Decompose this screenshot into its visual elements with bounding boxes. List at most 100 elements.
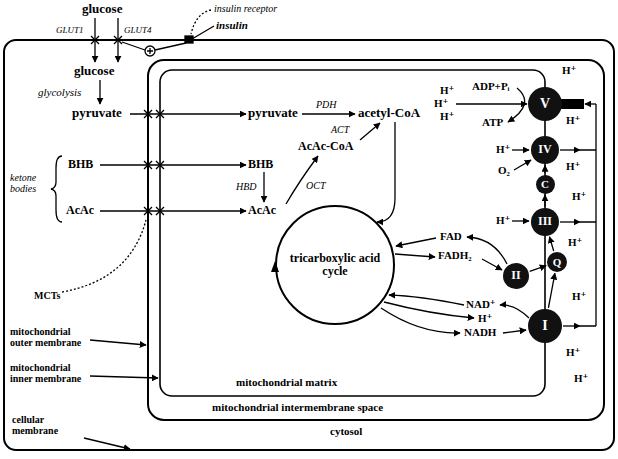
text-label: H⁺ (496, 143, 510, 155)
text-label: mitochondrial intermembrane space (212, 401, 383, 413)
text-label: H⁺ (566, 160, 580, 172)
text-label: ketone bodies (10, 172, 50, 194)
text-label: PDH (316, 99, 337, 110)
text-label: H⁺ (496, 214, 510, 226)
signal-line (122, 42, 145, 50)
text-label: glucose (74, 64, 114, 78)
electron-flow-arrow (548, 273, 555, 308)
reaction-arrow (503, 330, 526, 333)
text-label: GLUT1 (56, 26, 84, 36)
reaction-arrow (508, 88, 525, 122)
text-label: glycolysis (38, 86, 81, 98)
proton-arrow (512, 220, 529, 221)
text-label: FAD (440, 230, 462, 242)
complex-circle: II (503, 263, 529, 289)
text-label: OCT (306, 180, 325, 191)
proton-arrow (560, 149, 580, 150)
signal-line (155, 43, 186, 50)
activation-symbol (145, 46, 155, 56)
node-text: Q (553, 256, 562, 268)
electron-flow-arrow (530, 266, 546, 272)
reaction-arrow (500, 305, 529, 318)
node-text: III (538, 215, 552, 228)
cell-membrane (4, 40, 614, 450)
reaction-arrow (263, 172, 264, 202)
proton-arrow (560, 221, 580, 222)
text-label: H⁺ (562, 64, 576, 76)
proton-arrow (512, 149, 529, 150)
text-label: GLUT4 (124, 26, 152, 36)
text-label: mitochondrial outer membrane (10, 326, 88, 348)
reaction-arrow (396, 238, 436, 246)
atp-synthase-stalk (560, 99, 584, 109)
text-label: H⁺ (440, 84, 454, 96)
text-label: H⁺ (478, 312, 492, 324)
receptor-mark (185, 36, 193, 43)
electron-flow-arrow (544, 166, 545, 174)
text-label: mitochondrial matrix (236, 376, 337, 388)
node-text: C (541, 178, 549, 190)
complex-circle: IV (531, 136, 559, 164)
reaction-arrow (389, 295, 464, 305)
text-label: NADH (464, 326, 496, 338)
inner-membrane (160, 70, 545, 396)
complex-circle: C (536, 175, 555, 194)
text-label: glucose (82, 2, 122, 16)
text-label: H⁺ (572, 190, 586, 202)
reaction-arrow (302, 113, 355, 114)
complex-circle: Q (547, 252, 567, 272)
text-label: O₂ (498, 164, 510, 176)
brace (51, 156, 62, 222)
text-label: insulin (216, 19, 248, 31)
text-label: NAD⁺ (466, 298, 496, 310)
text-label: H⁺ (566, 114, 580, 126)
activation-symbol (147, 48, 153, 54)
transport-arrow (100, 164, 246, 165)
transporter-mark (144, 110, 164, 215)
text-label: H⁺ (434, 97, 448, 109)
node-text: I (542, 318, 547, 333)
text-label: AcAc (66, 204, 94, 217)
reaction-arrow (395, 254, 435, 257)
leader-line (62, 220, 146, 292)
oxygen-arrow (514, 160, 531, 170)
complex-circle: V (528, 87, 562, 121)
text-label: H⁺ (572, 290, 586, 302)
text-label: BHB (248, 158, 273, 171)
leader-line (84, 438, 130, 449)
text-label: H⁺ (568, 236, 582, 248)
text-label: cellular membrane (12, 414, 84, 436)
reaction-arrow (381, 308, 460, 333)
glycolysis-arrow (99, 80, 100, 104)
reaction-arrow (467, 237, 507, 264)
text-label: ATP (482, 116, 503, 128)
text-label: ADP+Pᵢ (472, 80, 510, 92)
reaction-arrow (360, 123, 380, 140)
text-label: cytosol (330, 425, 362, 437)
node-text: II (511, 269, 520, 282)
text-label: pyruvate (72, 106, 122, 120)
node-text: V (540, 96, 550, 111)
electron-flow-arrow (550, 237, 554, 251)
text-label: BHB (68, 158, 93, 171)
text-label: acetyl-CoA (358, 106, 420, 120)
text-label: H⁺ (574, 372, 588, 384)
reaction-arrow (482, 259, 502, 270)
leader-line (90, 376, 158, 378)
reaction-arrow (377, 122, 395, 222)
text-label: ACT (331, 124, 349, 135)
transporter-mark (91, 36, 122, 44)
transport-arrow (100, 210, 246, 211)
insulin-line (192, 26, 214, 39)
complex-circle: I (528, 309, 562, 343)
reaction-arrow (384, 302, 474, 318)
text-label: HBD (236, 181, 257, 192)
proton-arrow (456, 103, 527, 104)
proton-arrow (563, 325, 580, 326)
text-label: AcAc-CoA (298, 140, 353, 153)
electron-flow-arrow (544, 195, 545, 207)
node-text: tricarboxylic acid cycle (289, 252, 381, 278)
text-label: MCTs (34, 290, 60, 301)
text-label: insulin receptor (214, 3, 277, 14)
proton-arrow (585, 103, 596, 104)
